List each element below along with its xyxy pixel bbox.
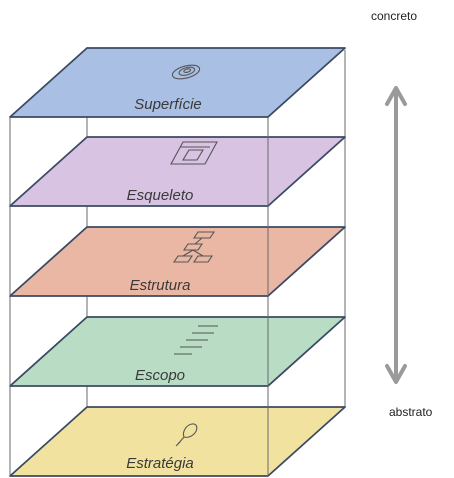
label-concrete: concreto (371, 9, 417, 23)
plane-surface-shape (9, 47, 346, 118)
plane-strategy: Estratégia (9, 406, 346, 477)
plane-label-surface: Superfície (134, 96, 202, 113)
plane-label-scope: Escopo (135, 367, 185, 384)
label-abstract: abstrato (389, 405, 433, 419)
structure-sitemap-icon (172, 231, 216, 263)
plane-label-structure: Estrutura (130, 277, 191, 294)
plane-scope: Escopo (9, 316, 346, 387)
plane-label-strategy: Estratégia (126, 455, 194, 472)
plane-structure: Estrutura (9, 226, 346, 297)
strategy-pen-icon (175, 423, 198, 447)
scope-list-icon (174, 325, 218, 355)
skeleton-wireframe-icon (170, 141, 218, 165)
surface-swirl-icon (171, 64, 201, 80)
plane-label-skeleton: Esqueleto (127, 187, 194, 204)
plane-surface: Superfície (9, 47, 346, 118)
concrete-abstract-arrow (385, 86, 407, 384)
plane-skeleton: Esqueleto (9, 136, 346, 207)
